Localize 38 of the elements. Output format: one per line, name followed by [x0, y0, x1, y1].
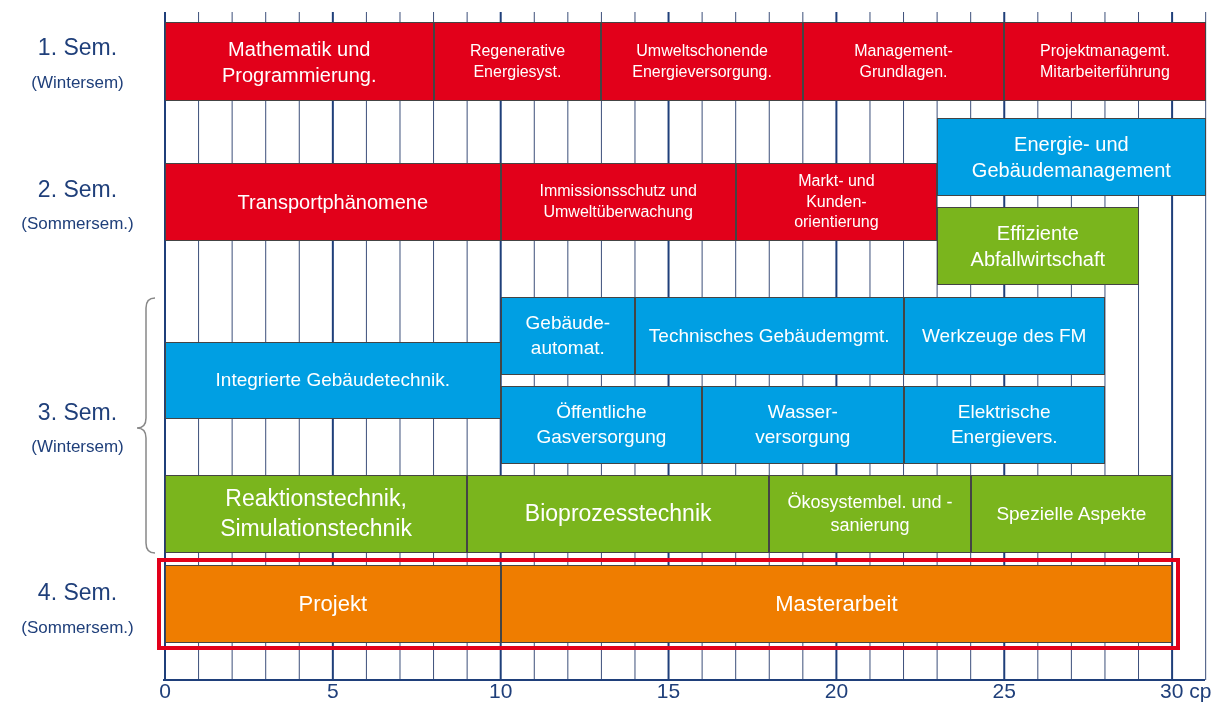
- course-box: Spezielle Aspekte: [970, 475, 1173, 553]
- course-box: Management- Grundlagen.: [802, 22, 1005, 101]
- course-box: Mathematik und Programmierung.: [165, 22, 434, 101]
- course-box: Masterarbeit: [500, 565, 1173, 643]
- course-box: Wasser- versorgung: [702, 386, 904, 464]
- course-box: Technisches Gebäudemgmt.: [634, 297, 904, 375]
- semester-label: 3. Sem.: [36, 399, 119, 426]
- course-box: Ökosystembel. und -sanierung: [769, 475, 971, 553]
- axis-tick-label: 0: [158, 679, 172, 703]
- course-box: Bioprozesstechnik: [467, 475, 770, 553]
- course-box: Werkzeuge des FM: [903, 297, 1105, 375]
- course-box: Umweltschonende Energieversorgung.: [601, 22, 803, 101]
- course-box: Gebäude- automat.: [500, 297, 635, 375]
- axis-tick-label: 25: [991, 679, 1017, 703]
- course-box: Markt- und Kunden- orientierung: [735, 163, 938, 241]
- course-box: Projekt: [165, 565, 501, 643]
- course-box: Regenerative Energiesyst.: [433, 22, 602, 101]
- course-box: Öffentliche Gasversorgung: [500, 386, 703, 464]
- semester-note: (Wintersem): [30, 73, 125, 93]
- course-box: Reaktionstechnik, Simulationstechnik: [165, 475, 468, 553]
- semester-label: 2. Sem.: [36, 176, 119, 203]
- axis-tick-label: 5: [326, 679, 340, 703]
- course-box: Effiziente Abfallwirtschaft: [937, 207, 1139, 285]
- course-box: Energie- und Gebäudemanagement: [937, 118, 1206, 196]
- semester-note: (Wintersem): [30, 437, 125, 457]
- axis-tick-label: 15: [655, 679, 682, 703]
- course-box: Transportphänomene: [165, 163, 501, 241]
- course-box: Immissionsschutz und Umweltüberwachung: [500, 163, 736, 241]
- semester-note: (Sommersem.): [20, 214, 135, 234]
- semester-label: 4. Sem.: [36, 579, 119, 606]
- axis-tick-label: 30 cp: [1160, 679, 1212, 703]
- course-box: Elektrische Energievers.: [903, 386, 1105, 464]
- course-box: Projektmanagemt. Mitarbeiterführung: [1004, 22, 1206, 101]
- axis-tick-label: 10: [488, 679, 514, 703]
- semester-label: 1. Sem.: [36, 34, 119, 61]
- course-box: Integrierte Gebäudetechnik.: [165, 342, 501, 419]
- axis-tick-label: 20: [823, 679, 850, 703]
- semester-note: (Sommersem.): [20, 618, 135, 638]
